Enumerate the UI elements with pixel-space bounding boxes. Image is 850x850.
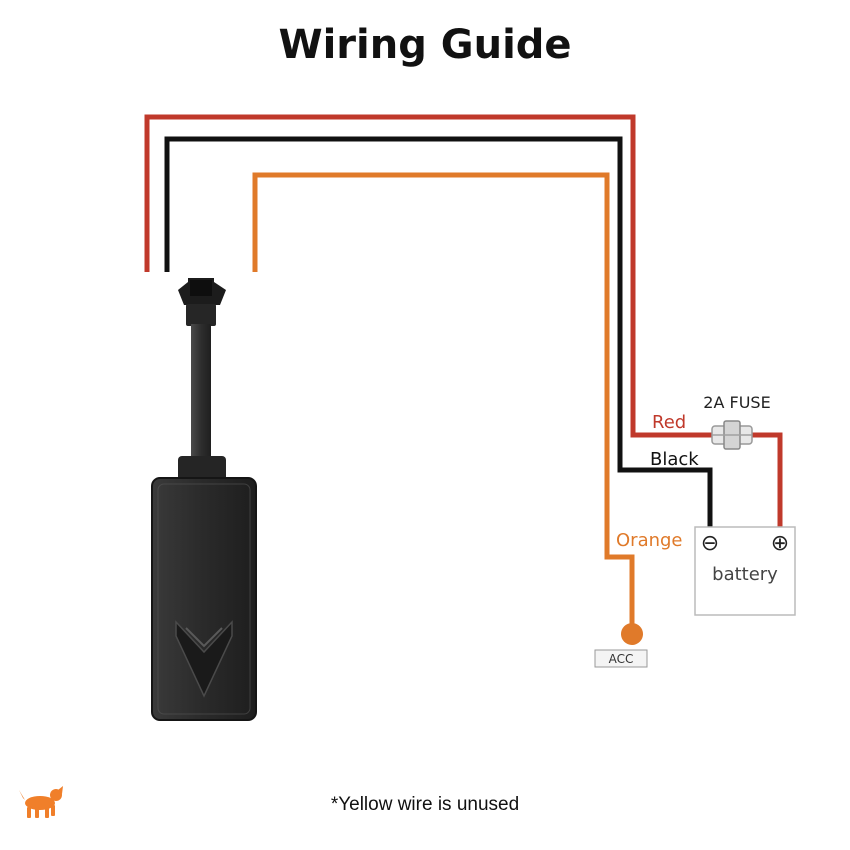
- acc-label-box: [594, 649, 648, 668]
- acc-label: ACC: [609, 652, 634, 666]
- footnote: *Yellow wire is unused: [330, 794, 520, 815]
- fuse-label: 2A FUSE: [703, 393, 770, 412]
- orange-wire-label: Orange: [616, 530, 683, 551]
- battery-positive-terminal: ⊕: [771, 531, 789, 556]
- page-title: Wiring Guide: [278, 22, 572, 68]
- red-wire-label: Red: [652, 412, 686, 433]
- black-wire-label: Black: [650, 449, 699, 470]
- battery-label: battery: [712, 564, 778, 585]
- black-wire: [164, 136, 713, 528]
- acc-terminal-icon: [621, 623, 643, 645]
- red-wire: [144, 114, 712, 438]
- orange-wire: [252, 172, 635, 630]
- fuse-icon: [711, 420, 753, 450]
- battery-icon: [694, 526, 796, 616]
- battery-negative-terminal: ⊖: [701, 531, 719, 556]
- gps-tracker-device: [151, 278, 257, 721]
- dog-logo-icon: [19, 786, 63, 818]
- red-wire-to-battery: [752, 432, 783, 528]
